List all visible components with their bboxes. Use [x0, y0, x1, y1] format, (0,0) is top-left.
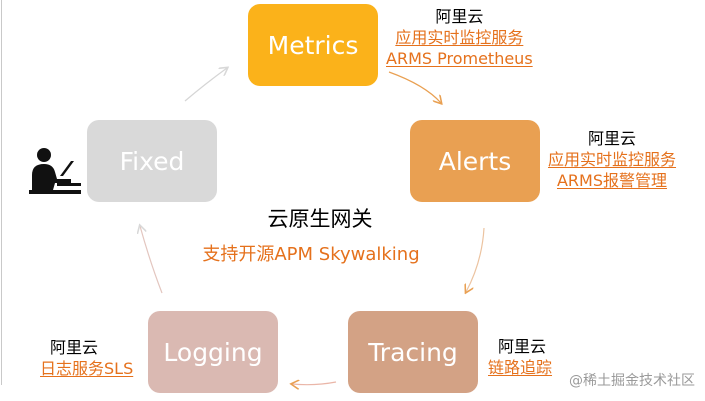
alerts-service-link[interactable]: 应用实时监控服务 [548, 150, 677, 169]
metrics-product-link[interactable]: ARMS Prometheus [386, 49, 533, 68]
arrow-alerts-to-tracing [466, 227, 485, 292]
left-divider [1, 0, 2, 385]
user-at-laptop-icon [29, 148, 81, 194]
watermark: @稀土掘金技术社区 [569, 373, 695, 389]
logging-service-link[interactable]: 日志服务SLS [40, 359, 134, 378]
arrow-fixed-to-metrics [184, 68, 227, 102]
tracing-vendor: 阿里云 [498, 337, 547, 356]
center-title: 云原生网关 [267, 207, 373, 231]
logging-vendor: 阿里云 [50, 338, 99, 357]
arrow-tracing-to-logging [292, 382, 337, 385]
alerts-vendor: 阿里云 [588, 129, 637, 148]
metrics-label: 阿里云 应用实时监控服务 ARMS Prometheus [386, 6, 533, 69]
node-logging: Logging [148, 311, 278, 393]
tracing-label: 阿里云 链路追踪 [488, 336, 552, 378]
metrics-service-link[interactable]: 应用实时监控服务 [395, 28, 524, 47]
alerts-product-link[interactable]: ARMS报警管理 [556, 171, 668, 190]
logging-label: 阿里云 日志服务SLS [40, 337, 133, 379]
center-subtitle: 支持开源APM Skywalking [202, 244, 420, 265]
arrow-metrics-to-alerts [388, 71, 441, 103]
node-metrics: Metrics [248, 4, 378, 86]
node-fixed: Fixed [87, 120, 217, 202]
tracing-service-link[interactable]: 链路追踪 [488, 358, 553, 377]
metrics-vendor: 阿里云 [435, 7, 484, 26]
arrow-logging-to-fixed [140, 226, 163, 294]
alerts-label: 阿里云 应用实时监控服务 ARMS报警管理 [548, 128, 676, 191]
node-tracing: Tracing [348, 311, 478, 393]
node-alerts: Alerts [410, 120, 540, 202]
